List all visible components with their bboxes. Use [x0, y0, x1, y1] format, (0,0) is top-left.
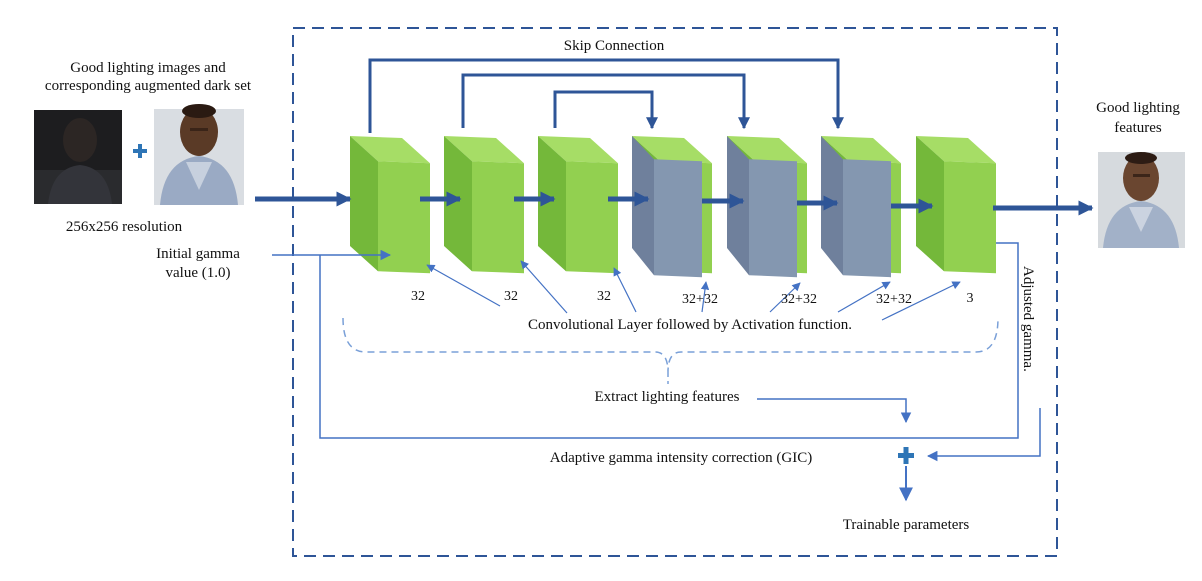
resolution-label: 256x256 resolution	[66, 219, 183, 235]
output-title-line2: features	[1114, 120, 1162, 136]
layer-block-4	[632, 136, 712, 278]
output-face-image	[1098, 152, 1185, 248]
initial-gamma-line1: Initial gamma	[156, 246, 240, 262]
bright-face-image	[154, 104, 244, 205]
gamma-loop-line	[319, 242, 1019, 439]
layer-top-face	[727, 136, 807, 164]
layer-front-face	[566, 161, 618, 274]
layer-channel-labels: 32 32 32 32+32 32+32 32+32 3	[411, 289, 974, 307]
layer-channel-label: 32+32	[781, 292, 817, 307]
concat-side-face	[821, 136, 843, 276]
output-title-line1: Good lighting	[1096, 100, 1180, 116]
skip-connection-outer	[368, 58, 844, 133]
skip-connection-middle	[461, 73, 750, 130]
conv-layers	[350, 136, 996, 278]
layer-channel-label: 32	[411, 289, 425, 304]
plus-icon	[133, 144, 147, 158]
extract-features-line	[757, 398, 912, 424]
layer-top-face	[632, 136, 712, 164]
layer-block-5	[727, 136, 807, 278]
layer-front-face	[944, 161, 996, 274]
trainable-params-label: Trainable parameters	[843, 517, 970, 533]
concat-front-face	[843, 159, 891, 278]
layer-channel-label: 32	[504, 289, 518, 304]
gic-plus-icon	[898, 447, 914, 464]
layer-block-3	[538, 136, 618, 274]
layer-channel-label: 3	[967, 291, 974, 306]
extract-features-label: Extract lighting features	[595, 389, 740, 405]
input-title-line2: corresponding augmented dark set	[45, 78, 252, 94]
layer-channel-label: 32+32	[682, 292, 718, 307]
skip-connection-label: Skip Connection	[564, 38, 665, 54]
adjusted-gamma-line	[926, 408, 1041, 462]
skip-connections	[368, 58, 844, 133]
layer-top-face	[444, 136, 524, 164]
layer-top-face	[821, 136, 901, 164]
layer-front-face	[472, 161, 524, 274]
skip-connection-inner	[553, 90, 658, 130]
caption-pointers	[426, 260, 961, 321]
gic-label: Adaptive gamma intensity correction (GIC…	[550, 450, 812, 466]
concat-side-face	[632, 136, 654, 276]
model-frame	[292, 27, 1058, 557]
layer-channel-label: 32+32	[876, 292, 912, 307]
layer-block-6	[821, 136, 901, 278]
input-title-line1: Good lighting images and	[70, 60, 226, 76]
layer-top-face	[350, 136, 430, 164]
layer-top-face	[916, 136, 996, 164]
layer-front-face	[378, 161, 430, 274]
layer-channel-label: 32	[597, 289, 611, 304]
layer-top-face	[538, 136, 618, 164]
adjusted-gamma-label: Adjusted gamma.	[1020, 266, 1036, 372]
conv-caption: Convolutional Layer followed by Activati…	[528, 317, 852, 333]
layer-block-1	[350, 136, 430, 274]
dark-face-image	[34, 110, 122, 204]
layer-flow-arrows	[420, 191, 934, 214]
layer-block-2	[444, 136, 524, 274]
layer-side-face	[350, 136, 378, 272]
concat-front-face	[654, 159, 702, 278]
concat-front-face	[749, 159, 797, 278]
concat-side-face	[727, 136, 749, 276]
initial-gamma-line2: value (1.0)	[166, 265, 231, 281]
